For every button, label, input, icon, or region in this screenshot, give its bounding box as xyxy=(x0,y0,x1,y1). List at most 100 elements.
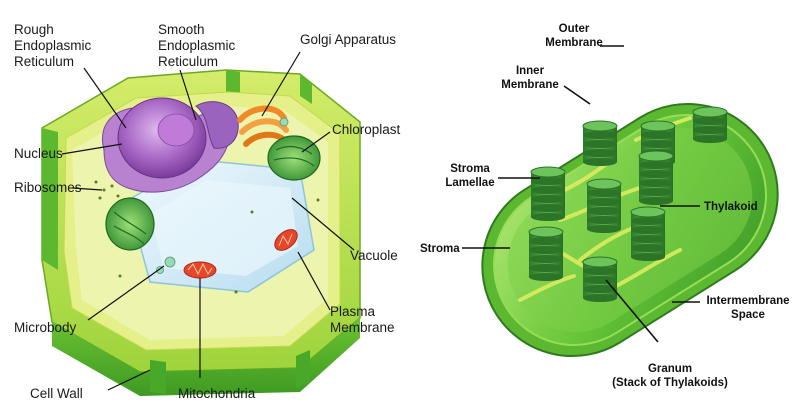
thylakoid-disc xyxy=(531,181,565,190)
granum-top xyxy=(640,120,676,132)
thylakoid-disc xyxy=(587,211,621,220)
thylakoid-disc xyxy=(587,193,621,202)
label-nucleus: Nucleus xyxy=(14,146,63,161)
granum-stack xyxy=(530,166,566,221)
label-thylakoid: Thylakoid xyxy=(704,201,758,213)
thylakoid-disc xyxy=(583,271,617,280)
thylakoid-disc-edge xyxy=(693,135,727,143)
chloroplast-illustration xyxy=(481,102,779,358)
label-mitochondria: Mitochondria xyxy=(178,386,256,401)
thylakoid-disc-edge xyxy=(587,198,621,206)
label-ribosomes: Ribosomes xyxy=(14,180,82,195)
label-rough-er-line-2: Endoplasmic xyxy=(14,38,92,53)
thylakoid-disc-edge xyxy=(639,179,673,187)
granum-top xyxy=(528,226,564,238)
thylakoid-disc-edge xyxy=(587,207,621,215)
granum-stack xyxy=(582,120,618,166)
thylakoid-disc xyxy=(583,135,617,144)
granum-top xyxy=(586,178,622,190)
thylakoid-disc xyxy=(693,130,727,139)
thylakoid-disc-edge xyxy=(583,140,617,148)
granum-stack xyxy=(586,178,622,233)
wall-ridge xyxy=(300,74,312,104)
label-golgi: Golgi Apparatus xyxy=(300,32,396,47)
label-smooth-er-line-1: Smooth xyxy=(158,22,205,37)
label-smooth-er-line-2: Endoplasmic xyxy=(158,38,236,53)
thylakoid-disc xyxy=(583,153,617,162)
label-stroma: Stroma xyxy=(420,243,460,255)
thylakoid-disc xyxy=(587,220,621,229)
label-granum-line-1: Granum xyxy=(648,363,692,375)
thylakoid-disc xyxy=(587,202,621,211)
plant-cell-leaders xyxy=(61,51,355,391)
thylakoid-disc xyxy=(583,144,617,153)
thylakoid-disc-edge xyxy=(583,149,617,157)
wall-ridge xyxy=(296,350,310,388)
thylakoid-disc-edge xyxy=(641,131,675,139)
wall-ridge xyxy=(226,70,240,94)
thylakoid-disc xyxy=(639,174,673,183)
thylakoid-disc-edge xyxy=(529,237,563,245)
thylakoid-disc-edge xyxy=(529,255,563,263)
label-plasma-line-2: Membrane xyxy=(330,320,395,335)
thylakoid-disc xyxy=(639,192,673,201)
thylakoid-disc-edge xyxy=(587,225,621,233)
wall-ridge xyxy=(42,128,58,270)
thylakoid-disc xyxy=(529,241,563,250)
label-chloroplast: Chloroplast xyxy=(332,122,401,137)
thylakoid-disc xyxy=(531,208,565,217)
plant-cell-illustration xyxy=(41,69,361,396)
wall-ridge xyxy=(150,360,166,394)
label-outer-membrane-line-1: Outer xyxy=(559,23,590,35)
vacuole-highlight xyxy=(150,180,298,276)
thylakoid-disc-edge xyxy=(531,177,565,185)
thylakoid-disc-edge xyxy=(693,126,727,134)
thylakoid-disc xyxy=(693,121,727,130)
microbody xyxy=(164,256,176,268)
thylakoid-disc xyxy=(529,268,563,277)
thylakoid-disc-edge xyxy=(639,188,673,196)
thylakoid-disc-edge xyxy=(631,244,665,252)
smooth-er xyxy=(195,101,239,149)
label-microbody: Microbody xyxy=(14,320,77,335)
cell-mitochondrion xyxy=(274,229,298,251)
thylakoid-disc xyxy=(639,183,673,192)
thylakoid-disc xyxy=(631,230,665,239)
thylakoid-disc-edge xyxy=(529,273,563,281)
thylakoid-disc-edge xyxy=(529,264,563,272)
thylakoid-disc xyxy=(583,289,617,298)
thylakoid-disc-edge xyxy=(639,161,673,169)
thylakoid-disc xyxy=(529,259,563,268)
thylakoid-disc xyxy=(631,248,665,257)
granum-top xyxy=(638,150,674,162)
thylakoid-disc-edge xyxy=(631,217,665,225)
granum-stack xyxy=(528,226,564,281)
cell-chloroplast xyxy=(267,135,321,181)
granum-stack xyxy=(638,150,674,205)
thylakoid-disc-edge xyxy=(583,285,617,293)
label-stroma-lamellae-line-2: Lamellae xyxy=(445,177,494,189)
thylakoid-disc-edge xyxy=(529,246,563,254)
thylakoid-disc-edge xyxy=(631,235,665,243)
granum-top xyxy=(530,166,566,178)
thylakoid-disc-edge xyxy=(531,186,565,194)
plant-cell-labels: Rough Endoplasmic Reticulum Smooth Endop… xyxy=(14,22,401,401)
cell-mitochondrion xyxy=(183,261,217,279)
label-outer-membrane-line-2: Membrane xyxy=(545,37,603,49)
thylakoid-disc-edge xyxy=(583,276,617,284)
label-cell-wall: Cell Wall xyxy=(30,386,83,401)
thylakoid-disc-edge xyxy=(639,170,673,178)
thylakoid-disc-edge xyxy=(583,131,617,139)
thylakoid-disc xyxy=(583,280,617,289)
thylakoid-disc xyxy=(641,144,675,153)
label-intermembrane-line-1: Intermembrane xyxy=(706,295,789,307)
label-granum-line-2: (Stack of Thylakoids) xyxy=(612,377,728,389)
microbody xyxy=(279,117,289,127)
thylakoid-disc-edge xyxy=(583,158,617,166)
label-inner-membrane-line-2: Membrane xyxy=(501,79,559,91)
granum-stack xyxy=(692,106,728,143)
thylakoid-disc-edge xyxy=(531,195,565,203)
thylakoid-disc-edge xyxy=(587,189,621,197)
